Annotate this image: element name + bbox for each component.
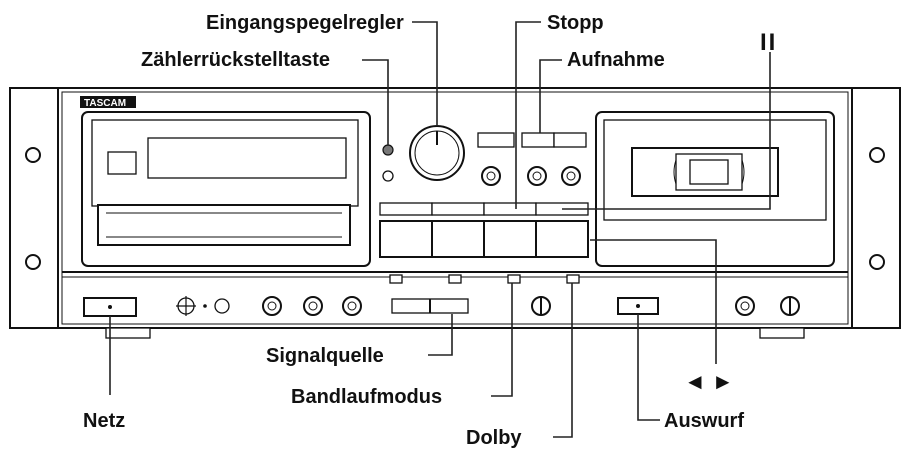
leader-lines — [109, 21, 771, 438]
left-rack-ear — [9, 87, 59, 329]
function-button[interactable] — [477, 132, 515, 148]
label-zaehlerrueckstelltaste: Zählerrückstelltaste — [141, 49, 330, 71]
foot — [759, 327, 805, 339]
rack-hole-icon — [25, 147, 41, 163]
callout-labels: Eingangspegelregler Zählerrückstelltaste… — [83, 12, 777, 449]
jack-icon — [527, 166, 547, 186]
cassette-deck: TASCAM — [9, 87, 901, 339]
cassette-door — [97, 204, 351, 246]
selector-marker — [389, 274, 403, 284]
label-signalquelle: Signalquelle — [266, 345, 384, 367]
counter-display — [147, 137, 347, 179]
label-dolby: Dolby — [466, 427, 522, 449]
pause-button[interactable] — [553, 132, 587, 148]
label-eingangspegelregler: Eingangspegelregler — [206, 12, 404, 34]
transport-strip-button[interactable] — [431, 202, 485, 216]
rack-hole-icon — [869, 254, 885, 270]
jack-icon — [481, 166, 501, 186]
brand-logo: TASCAM — [84, 98, 126, 109]
transport-strip-button[interactable] — [379, 202, 433, 216]
jack-icon — [735, 296, 755, 316]
rack-hole-icon — [25, 254, 41, 270]
jack-icon — [303, 296, 323, 316]
brand-badge — [80, 96, 136, 108]
label-netz: Netz — [83, 410, 125, 432]
foot — [105, 327, 151, 339]
jack-icon — [561, 166, 581, 186]
selector-marker — [507, 274, 521, 284]
selector-marker — [448, 274, 462, 284]
record-button[interactable] — [521, 132, 555, 148]
selector-marker — [566, 274, 580, 284]
label-stopp: Stopp — [547, 12, 604, 34]
label-vor-zurueck: ◄ ► — [684, 369, 734, 394]
small-window-icon — [107, 151, 137, 175]
label-pause: II — [760, 29, 777, 56]
label-auswurf: Auswurf — [664, 410, 744, 432]
jack-icon — [214, 298, 230, 314]
label-aufnahme: Aufnahme — [567, 49, 665, 71]
stop-button[interactable] — [483, 202, 537, 216]
right-rack-ear — [851, 87, 901, 329]
indicator-led — [382, 170, 394, 182]
jack-icon — [342, 296, 362, 316]
jack-icon — [262, 296, 282, 316]
label-bandlaufmodus: Bandlaufmodus — [291, 386, 442, 408]
rack-hole-icon — [869, 147, 885, 163]
counter-reset-button[interactable] — [382, 144, 394, 156]
